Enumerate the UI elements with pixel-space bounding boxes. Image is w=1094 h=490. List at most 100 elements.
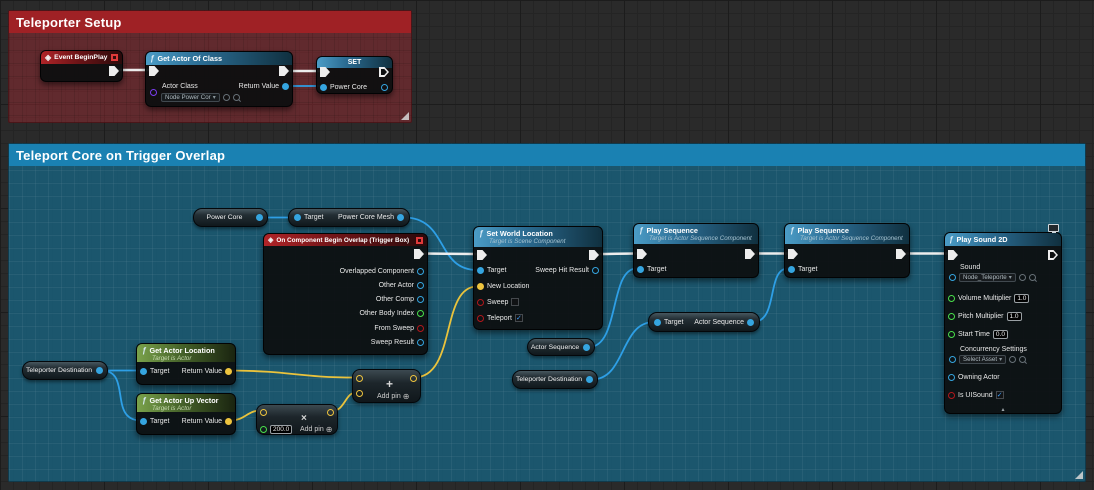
new-location-pin[interactable] (477, 283, 484, 290)
output-pin[interactable] (586, 376, 593, 383)
other-comp-pin[interactable] (417, 296, 424, 303)
volume-multiplier-input[interactable]: 1.0 (1014, 294, 1030, 303)
node-get-actor-sequence[interactable]: Target Actor Sequence (648, 312, 760, 332)
input-b-pin[interactable] (356, 390, 363, 397)
input-a-pin[interactable] (260, 409, 267, 416)
pitch-multiplier-input[interactable]: 1.0 (1006, 312, 1022, 321)
exec-out-pin[interactable] (745, 249, 755, 259)
getter-teleporter-destination-left[interactable]: Teleporter Destination (22, 361, 108, 380)
sweep-pin[interactable] (477, 298, 484, 306)
exec-out-pin[interactable] (379, 67, 389, 77)
node-play-sound-2d[interactable]: ƒ Play Sound 2D Sound Node_Teleporte ▾ V… (944, 224, 1062, 414)
collapse-chevron-icon[interactable]: ▴ (1001, 407, 1005, 413)
other-actor-pin[interactable] (417, 282, 424, 289)
concurrency-settings-pin[interactable] (949, 356, 956, 363)
browse-icon[interactable] (222, 94, 230, 101)
sweep-hit-result-pin[interactable] (592, 267, 599, 274)
browse-icon[interactable] (1009, 356, 1017, 363)
add-pin-button[interactable]: Add pin ⊕ (300, 425, 333, 434)
comment-header[interactable]: Teleporter Setup (9, 11, 411, 33)
exec-out-pin[interactable] (279, 66, 289, 76)
volume-multiplier-pin[interactable] (948, 295, 955, 302)
output-pin[interactable] (381, 84, 388, 91)
exec-in-pin[interactable] (948, 250, 958, 260)
target-pin[interactable] (294, 214, 301, 221)
output-pin[interactable] (410, 375, 417, 382)
pitch-multiplier-pin[interactable] (948, 313, 955, 320)
node-header[interactable]: ƒ Play Sound 2D (945, 233, 1061, 246)
overlapped-component-pin[interactable] (417, 268, 424, 275)
search-icon[interactable] (232, 94, 240, 101)
getter-teleporter-destination-mid[interactable]: Teleporter Destination (512, 370, 598, 389)
input-b-pin[interactable] (260, 426, 267, 433)
browse-icon[interactable] (1018, 274, 1026, 281)
node-add[interactable]: + Add pin ⊕ (352, 369, 421, 403)
exec-out-pin[interactable] (589, 250, 599, 260)
node-header[interactable]: ◈ On Component Begin Overlap (Trigger Bo… (264, 234, 427, 246)
return-value-pin[interactable] (282, 83, 289, 90)
search-icon[interactable] (1019, 356, 1027, 363)
search-icon[interactable] (1028, 274, 1036, 281)
exec-out-pin[interactable] (109, 66, 119, 76)
sound-pin[interactable] (949, 274, 956, 281)
target-pin[interactable] (140, 418, 147, 425)
exec-out-pin[interactable] (896, 249, 906, 259)
target-pin[interactable] (788, 266, 795, 273)
resize-handle[interactable] (401, 112, 409, 120)
output-pin[interactable] (327, 409, 334, 416)
node-header[interactable]: SET (317, 57, 392, 68)
output-pin[interactable] (397, 214, 404, 221)
node-multiply[interactable]: 200.0 × Add pin ⊕ (256, 404, 338, 435)
exec-in-pin[interactable] (477, 250, 487, 260)
other-body-index-pin[interactable] (417, 310, 424, 317)
owning-actor-pin[interactable] (948, 374, 955, 381)
exec-in-pin[interactable] (637, 249, 647, 259)
output-pin[interactable] (583, 343, 590, 351)
output-pin[interactable] (96, 367, 103, 374)
teleport-pin[interactable] (477, 314, 484, 322)
output-pin[interactable] (747, 318, 754, 326)
target-pin[interactable] (140, 368, 147, 375)
output-pin[interactable] (256, 214, 263, 221)
target-pin[interactable] (477, 267, 484, 274)
node-get-power-core-mesh[interactable]: Target Power Core Mesh (288, 208, 410, 227)
target-pin[interactable] (654, 318, 661, 326)
exec-in-pin[interactable] (320, 67, 330, 77)
node-header[interactable]: ◈ Event BeginPlay (41, 51, 122, 64)
input-a-pin[interactable] (356, 375, 363, 382)
getter-power-core[interactable]: Power Core (193, 208, 268, 227)
node-on-component-begin-overlap[interactable]: ◈ On Component Begin Overlap (Trigger Bo… (263, 233, 428, 355)
is-ui-sound-checkbox[interactable]: ✓ (995, 391, 1004, 399)
sound-select[interactable]: Node_Teleporte ▾ (959, 273, 1016, 282)
from-sweep-pin[interactable] (417, 325, 424, 332)
actor-class-pin[interactable] (150, 89, 157, 96)
concurrency-select[interactable]: Select Asset ▾ (959, 355, 1007, 364)
comment-header[interactable]: Teleport Core on Trigger Overlap (9, 144, 1085, 166)
target-pin[interactable] (637, 266, 644, 273)
is-ui-sound-pin[interactable] (948, 391, 955, 399)
getter-actor-sequence[interactable]: Actor Sequence (527, 338, 595, 356)
node-event-beginplay[interactable]: ◈ Event BeginPlay (40, 50, 123, 82)
return-value-pin[interactable] (225, 418, 232, 425)
resize-handle[interactable] (1075, 471, 1083, 479)
node-get-actor-of-class[interactable]: ƒ Get Actor Of Class Actor Class Node Po… (145, 51, 293, 107)
node-header[interactable]: ƒ Get Actor Of Class (146, 52, 292, 65)
sweep-checkbox[interactable] (511, 298, 520, 306)
sweep-result-pin[interactable] (417, 339, 424, 346)
add-pin-button[interactable]: Add pin ⊕ (377, 392, 410, 401)
start-time-input[interactable]: 0.0 (992, 330, 1008, 339)
exec-in-pin[interactable] (788, 249, 798, 259)
exec-in-pin[interactable] (149, 66, 159, 76)
actor-class-select[interactable]: Node Power Cor ▾ (161, 93, 220, 102)
exec-out-pin[interactable] (1048, 250, 1058, 260)
